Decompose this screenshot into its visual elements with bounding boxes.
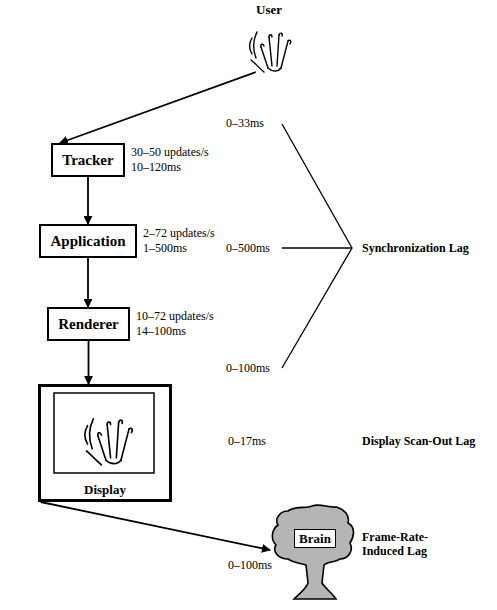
hand-stroke xyxy=(116,422,118,458)
box-label: Application xyxy=(50,232,125,250)
hand-stroke xyxy=(98,436,106,460)
timing-label: 0–500ms xyxy=(226,241,270,255)
hand-stroke xyxy=(251,60,264,72)
hand-stroke xyxy=(277,35,279,66)
node-label: Display xyxy=(84,482,126,497)
hand-stroke xyxy=(106,460,121,463)
node-label: User xyxy=(236,2,302,17)
arrow-connector xyxy=(41,502,270,550)
lag-label: Display Scan-Out Lag xyxy=(362,434,475,448)
timing-label: 10–72 updates/s xyxy=(136,309,214,323)
process-box: Tracker xyxy=(51,143,125,177)
lag-label: Synchronization Lag xyxy=(362,241,469,255)
hand-stroke xyxy=(86,451,101,465)
box-label: Tracker xyxy=(62,151,113,169)
hand-stroke xyxy=(107,425,110,458)
timing-label: 30–50 updates/s xyxy=(131,145,209,159)
hand-stroke xyxy=(288,40,291,44)
hand-stroke xyxy=(269,35,272,37)
brain-outline xyxy=(272,505,353,599)
hand-stroke xyxy=(129,428,132,432)
hand-stroke xyxy=(107,422,110,425)
process-box: Renderer xyxy=(47,307,130,341)
user-figure: User xyxy=(236,2,302,72)
hand-stroke xyxy=(261,47,268,68)
lag-label: Frame-Rate- Induced Lag xyxy=(362,530,450,558)
arrow-connector xyxy=(87,258,89,307)
timing-label: 10–120ms xyxy=(131,160,181,174)
sync-bracket xyxy=(282,124,352,368)
screen-rect xyxy=(54,393,154,473)
hand-stroke xyxy=(281,41,288,68)
timing-label: 0–100ms xyxy=(228,558,272,572)
hand-stroke xyxy=(121,429,129,460)
hand-stroke xyxy=(98,433,102,436)
arrow-connector xyxy=(60,72,256,143)
brain-figure: Brain xyxy=(270,503,360,603)
node-label: Brain xyxy=(294,529,336,548)
timing-label: 1–500ms xyxy=(143,241,187,255)
hand-stroke xyxy=(269,37,272,66)
hand-stroke xyxy=(279,33,282,36)
hand-stroke xyxy=(261,44,264,47)
timing-label: 0–17ms xyxy=(228,434,266,448)
process-box: Application xyxy=(39,224,137,258)
hand-stroke xyxy=(254,32,257,58)
hand-stroke xyxy=(119,420,123,423)
box-label: Renderer xyxy=(58,315,119,333)
display-box: Display xyxy=(38,384,172,502)
hand-drawing xyxy=(85,419,132,465)
timing-label: 2–72 updates/s xyxy=(143,226,215,240)
sync-bracket-stem xyxy=(282,247,352,248)
hand-stroke xyxy=(268,68,281,71)
hand-icon xyxy=(246,18,296,74)
timing-label: 14–100ms xyxy=(136,324,186,338)
timing-label: 0–100ms xyxy=(226,361,270,375)
arrow-connector xyxy=(88,341,90,384)
hand-drawing xyxy=(250,32,291,72)
hand-stroke xyxy=(85,426,88,444)
hand-stroke xyxy=(90,419,94,449)
timing-label: 0–33ms xyxy=(226,116,264,130)
hand-stroke xyxy=(250,38,252,54)
arrow-connector xyxy=(87,177,89,224)
brain-shape xyxy=(270,503,360,603)
